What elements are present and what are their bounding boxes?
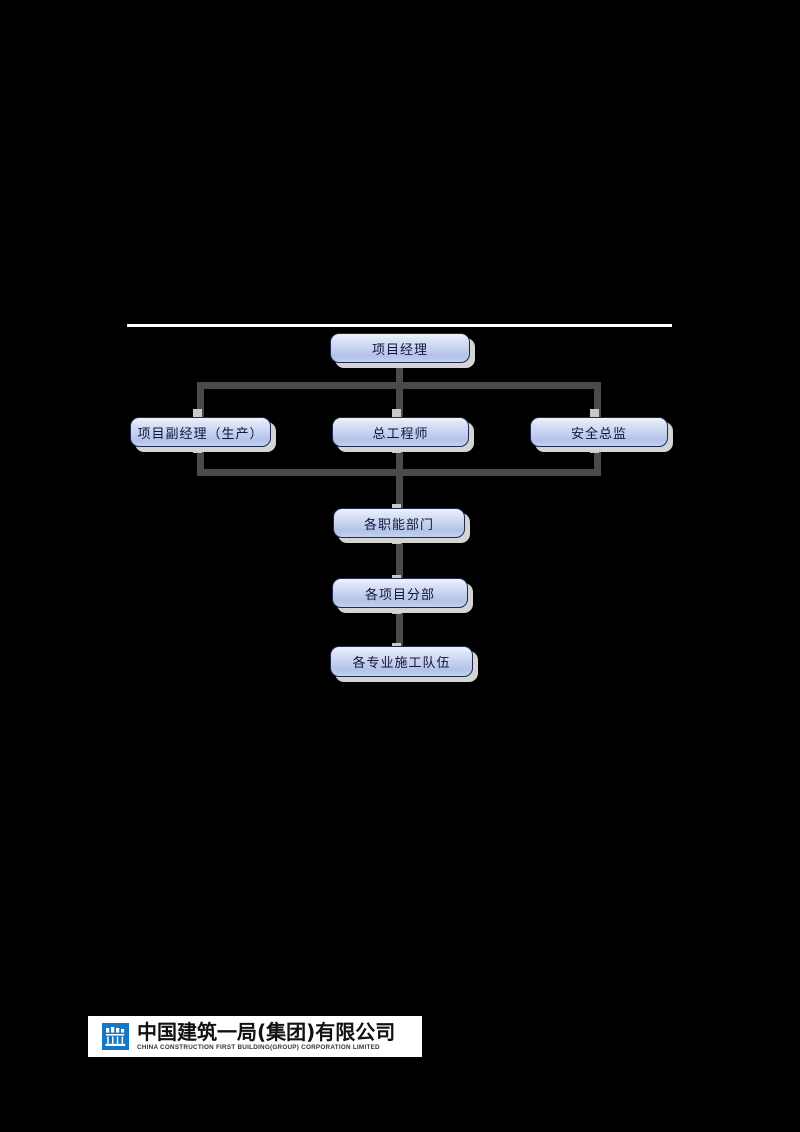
company-name-group: 中国建筑一局(集团)有限公司 CHINA CONSTRUCTION FIRST … [137, 1022, 395, 1051]
connector-riser-deputy-manager [197, 447, 204, 476]
org-node-label: 项目副经理（生产） [137, 425, 264, 441]
org-node-chief-engineer[interactable]: 总工程师 [332, 417, 469, 447]
org-node-specialty-construction-teams[interactable]: 各专业施工队伍 [330, 646, 473, 677]
org-node-label: 总工程师 [372, 425, 429, 441]
org-node-label: 项目经理 [371, 341, 428, 357]
cscec-emblem-icon [102, 1023, 129, 1050]
connector-stem-to-departments [396, 469, 403, 508]
org-node-deputy-project-manager[interactable]: 项目副经理（生产） [130, 417, 271, 447]
connector-drop-deputy-manager [197, 382, 204, 417]
company-name-cn: 中国建筑一局(集团)有限公司 [137, 1019, 396, 1044]
port-chief-engineer-top [392, 409, 401, 418]
connector-drop-safety-director [594, 382, 601, 417]
company-name-en: CHINA CONSTRUCTION FIRST BUILDING(GROUP)… [137, 1043, 380, 1051]
org-node-label: 各项目分部 [364, 586, 435, 602]
connector-drop-chief-engineer [396, 382, 403, 417]
org-node-label: 各专业施工队伍 [352, 655, 451, 670]
org-node-project-divisions[interactable]: 各项目分部 [332, 578, 468, 608]
connector-riser-safety-director [594, 447, 601, 476]
port-safety-director-top [590, 409, 599, 418]
connector-divisions-to-teams [396, 608, 403, 646]
org-node-functional-departments[interactable]: 各职能部门 [333, 508, 465, 538]
company-logo-block: 中国建筑一局(集团)有限公司 CHINA CONSTRUCTION FIRST … [88, 1016, 422, 1057]
connector-riser-chief-engineer [396, 447, 403, 476]
org-node-safety-director[interactable]: 安全总监 [530, 417, 668, 447]
port-deputy-manager-top [193, 409, 202, 418]
header-rule [127, 324, 672, 327]
org-node-label: 各职能部门 [363, 516, 434, 532]
connector-departments-to-divisions [396, 538, 403, 578]
org-node-label: 安全总监 [570, 425, 627, 441]
org-node-project-manager[interactable]: 项目经理 [330, 333, 470, 363]
connector-manager-stem [396, 363, 403, 388]
